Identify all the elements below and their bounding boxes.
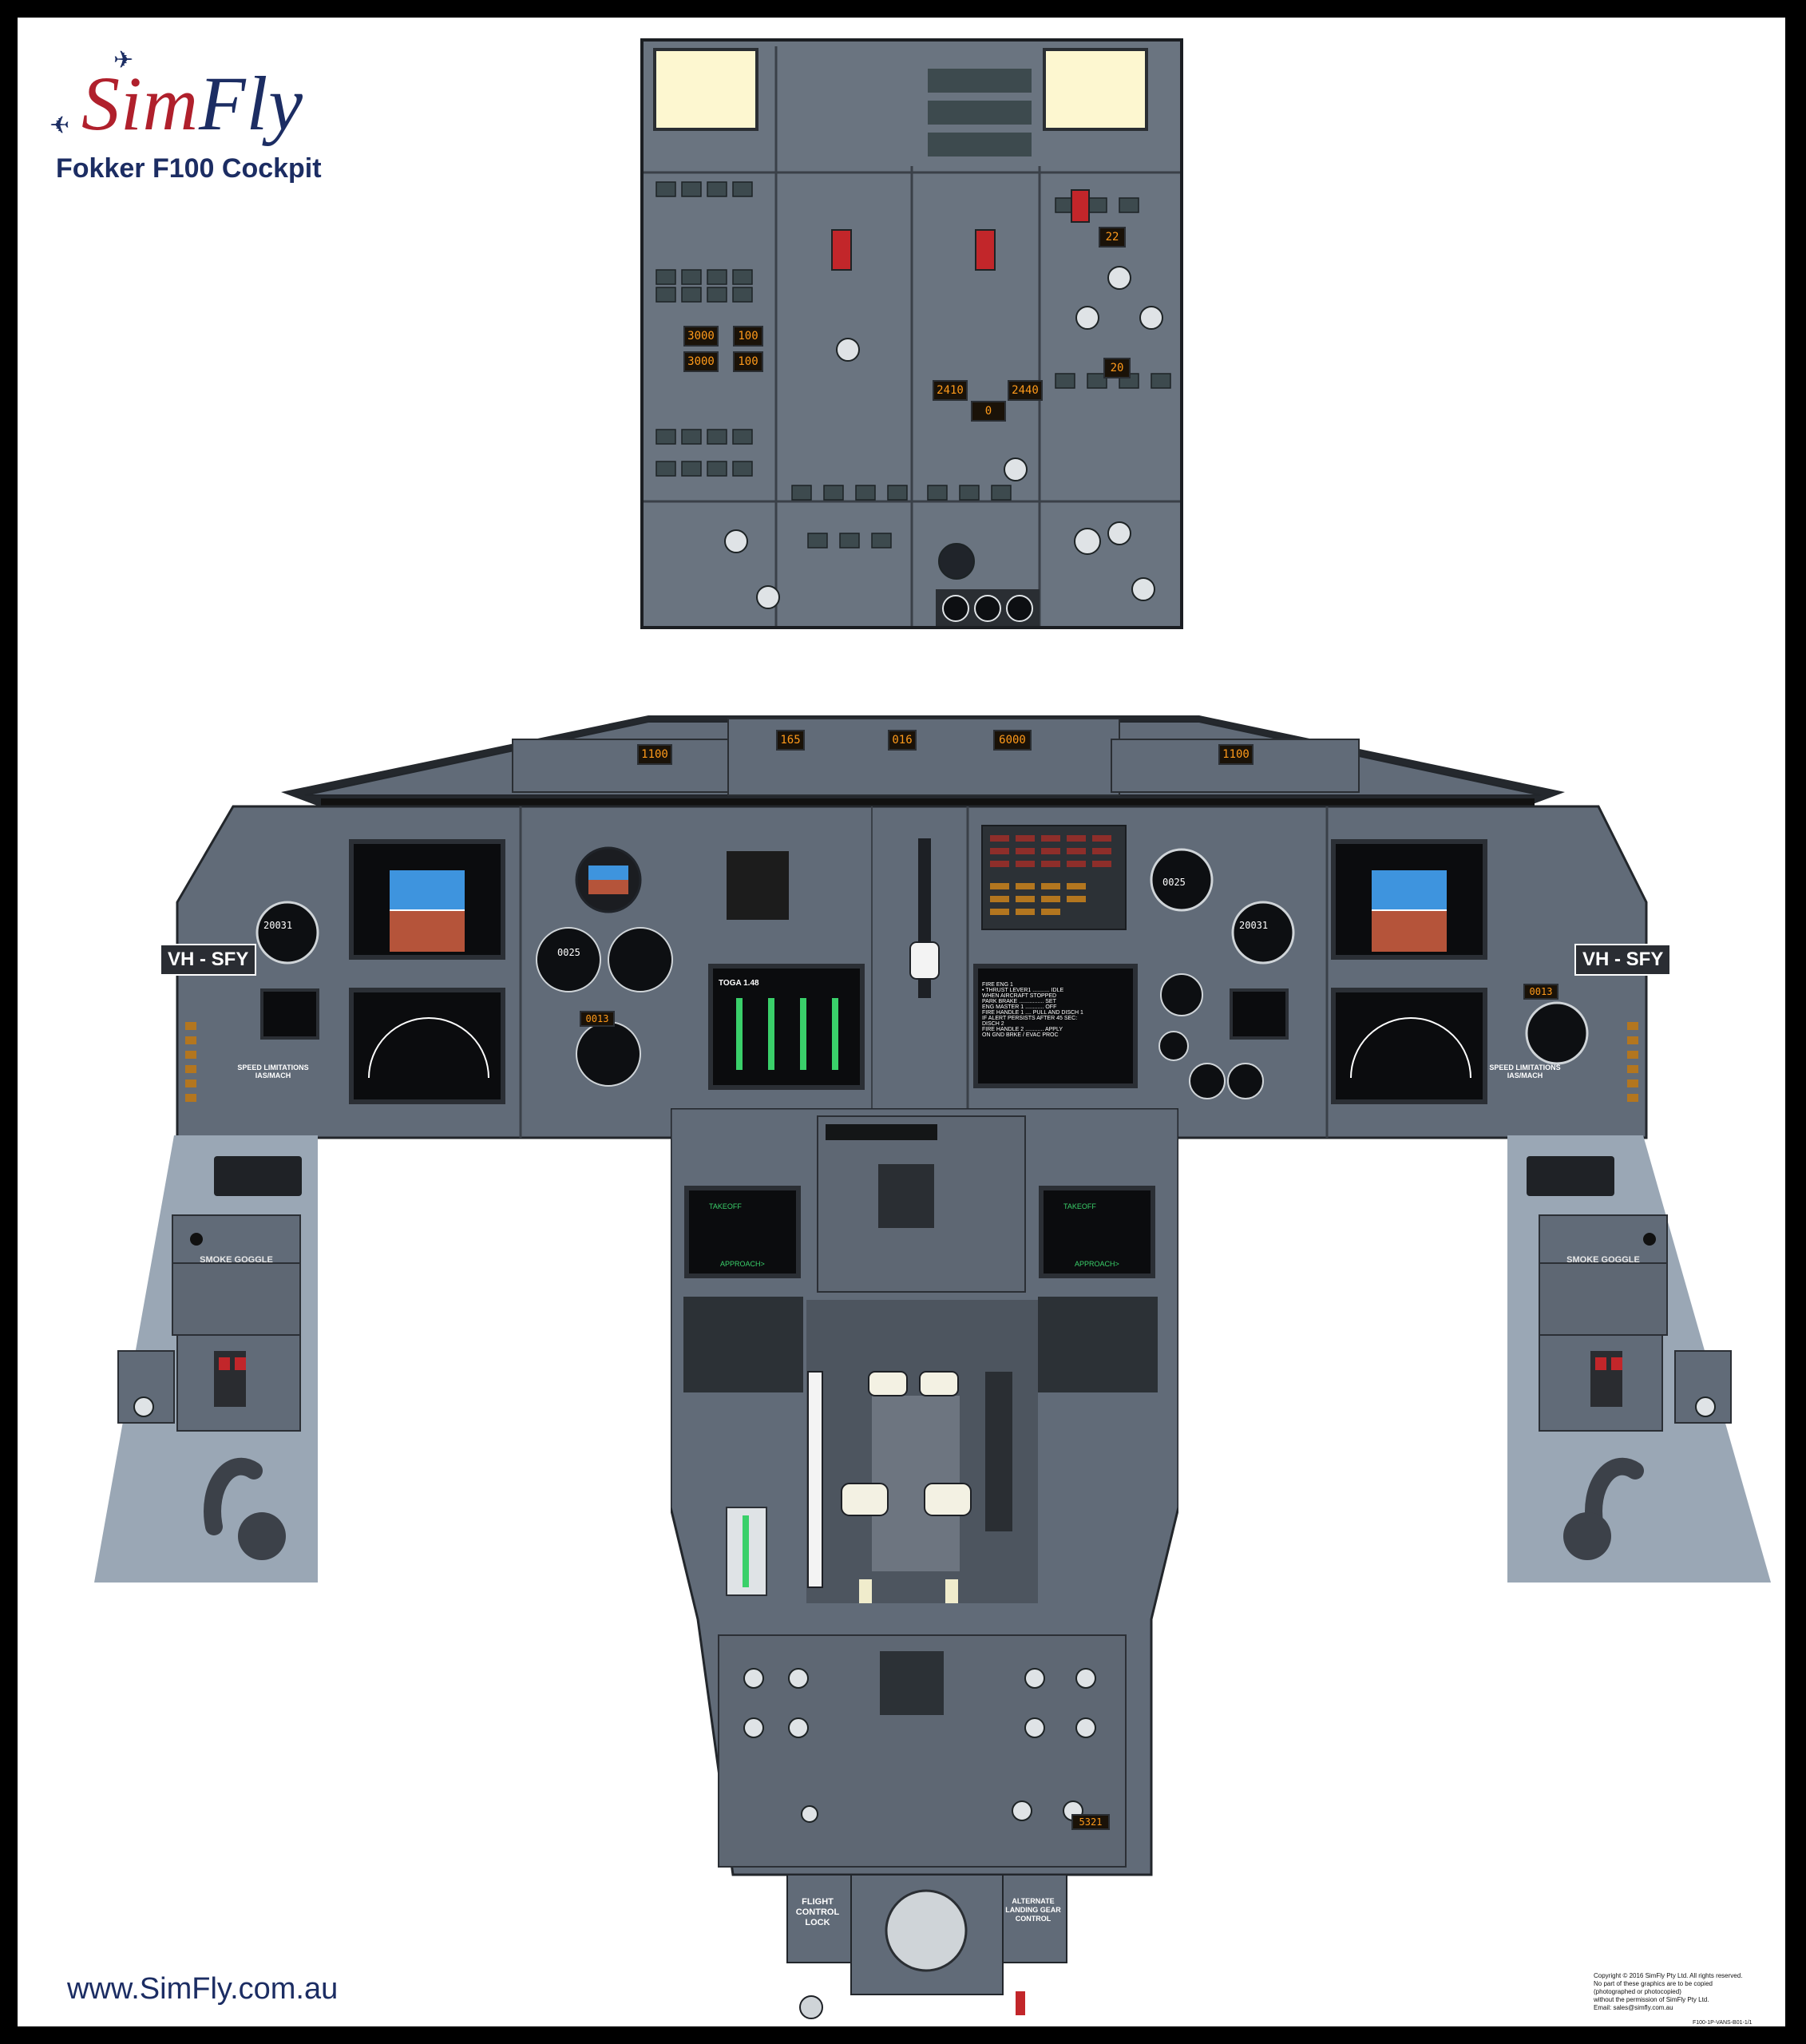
side-panel-right <box>1507 1135 1771 1583</box>
plane-icon: ✈ <box>50 113 70 139</box>
page-title: Fokker F100 Cockpit <box>56 153 322 184</box>
speed-selector-left[interactable]: 1100 <box>637 744 672 765</box>
transponder-code[interactable]: 5321 <box>1071 1814 1110 1830</box>
baro-readout-right: 0013 <box>1523 984 1558 1000</box>
cabin-temp-readout-2: 20 <box>1103 358 1131 378</box>
apu-fire-handle <box>1071 189 1090 223</box>
speed-selector-center[interactable]: 165 <box>776 730 805 751</box>
main-instrument-panel <box>176 715 1648 1139</box>
cabin-temp-readout: 22 <box>1099 227 1126 248</box>
engine-fire-handle-2 <box>975 229 996 271</box>
cdu-bottom-left: APPROACH> <box>720 1260 765 1268</box>
altitude-selector[interactable]: 6000 <box>993 730 1032 751</box>
engine-fire-handle-1 <box>831 229 852 271</box>
fuel-center-readout: 0 <box>971 401 1006 422</box>
smoke-goggle-label-right: SMOKE GOGGLE <box>1566 1255 1640 1265</box>
registration-plate-right: VH - SFY <box>1574 944 1672 976</box>
speed-selector-right[interactable]: 1100 <box>1218 744 1254 765</box>
fuel-left-readout: 2410 <box>933 380 968 401</box>
hyd-quantity-left: 100 <box>733 326 763 347</box>
document-reference: F100-1P-VANS-B01-1/1 <box>1693 2020 1753 2026</box>
ewd-header: TOGA 1.48 <box>719 979 759 988</box>
alternate-landing-gear-label: ALTERNATE LANDING GEAR CONTROL <box>1005 1897 1061 1923</box>
hyd-quantity-right: 100 <box>733 351 763 372</box>
baro-readout-left: 0013 <box>580 1011 615 1027</box>
poster-sheet: SimFly ✈ ✈ Fokker F100 Cockpit <box>18 18 1785 2026</box>
dome-light-left <box>653 48 758 131</box>
plane-icon: ✈ <box>113 47 134 73</box>
cdu-bottom-right: APPROACH> <box>1075 1260 1119 1268</box>
speed-limitations-placard-left: SPEED LIMITATIONS IAS/MACH <box>237 1064 309 1079</box>
fuel-right-readout: 2440 <box>1008 380 1043 401</box>
speed-limitations-placard-right: SPEED LIMITATIONS IAS/MACH <box>1489 1064 1561 1079</box>
flight-control-lock-label: FLIGHT CONTROL LOCK <box>795 1897 840 1927</box>
standby-alt-readout-left: 0025 <box>557 947 580 958</box>
smoke-goggle-label-left: SMOKE GOGGLE <box>200 1255 273 1265</box>
clock-readout-right: 20031 <box>1239 920 1269 931</box>
side-panel-left <box>94 1135 318 1583</box>
alert-memo: FIRE ENG 1 • THRUST LEVER1 ........... I… <box>982 982 1083 1038</box>
cdu-title-left: TAKEOFF <box>709 1202 742 1210</box>
dome-light-right <box>1043 48 1148 131</box>
heading-selector[interactable]: 016 <box>888 730 917 751</box>
overhead-panel <box>640 38 1183 629</box>
registration-plate-left: VH - SFY <box>160 944 257 976</box>
website-link[interactable]: www.SimFly.com.au <box>67 1972 339 2006</box>
cdu-title-right: TAKEOFF <box>1063 1202 1096 1210</box>
center-pedestal <box>671 1108 1178 2019</box>
hyd-pressure-right: 3000 <box>683 351 719 372</box>
standby-alt-readout-right: 0025 <box>1162 877 1186 888</box>
hyd-pressure-left: 3000 <box>683 326 719 347</box>
simfly-logo: SimFly <box>81 61 303 146</box>
copyright-notice: Copyright © 2016 SimFly Pty Ltd. All rig… <box>1594 1972 1743 2011</box>
clock-readout-left: 20031 <box>263 920 293 931</box>
